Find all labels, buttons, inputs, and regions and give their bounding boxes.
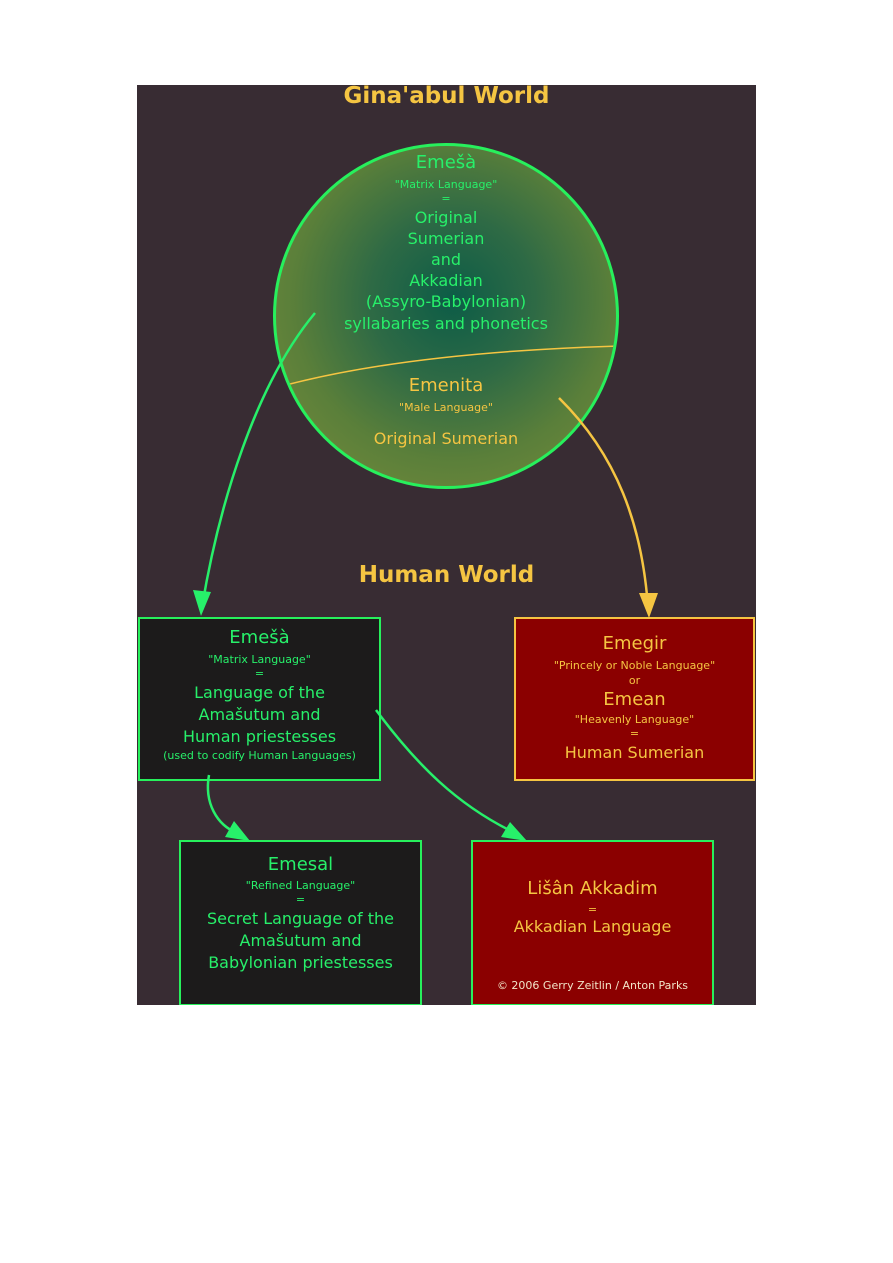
- emegir-box-name: Emegir: [602, 633, 667, 654]
- emean-subtitle: "Heavenly Language": [574, 713, 695, 726]
- circle-emesa-line: (Assyro-Babylonian): [365, 292, 527, 311]
- lisan-box-name: Lišân Akkadim: [527, 878, 658, 899]
- emesal-box-line: Babylonian priestesses: [208, 953, 393, 972]
- emesa-box: Emešà "Matrix Language" = Language of th…: [138, 617, 381, 781]
- emegir-box-subtitle: "Princely or Noble Language": [553, 659, 716, 672]
- arrow-emesa-box-to-lisan-box: [374, 709, 516, 835]
- diagram-panel: Gina'abul World Emešà "Matrix Language" …: [137, 85, 756, 1005]
- lisan-box-equals: =: [587, 903, 598, 916]
- gina-world-heading: Gina'abul World: [343, 85, 550, 109]
- copyright-text: © 2006 Gerry Zeitlin / Anton Parks: [496, 979, 689, 992]
- emesa-box-note: (used to codify Human Languages): [163, 749, 356, 762]
- arrow-emesa-to-emesa-box-head: [193, 590, 211, 616]
- circle-emesa-subtitle: "Matrix Language": [394, 178, 498, 191]
- arrow-emesa-box-to-lisan-box-head: [501, 822, 527, 841]
- emegir-box-desc: Human Sumerian: [564, 743, 705, 762]
- emegir-box-equals: =: [629, 727, 640, 740]
- emesa-box-name: Emešà: [229, 627, 290, 648]
- circle-emenita-desc: Original Sumerian: [373, 429, 519, 448]
- emesal-box-line: Secret Language of the: [206, 909, 395, 928]
- circle-emenita-subtitle: "Male Language": [399, 401, 493, 414]
- emean-name: Emean: [603, 689, 666, 710]
- circle-emesa-line: syllabaries and phonetics: [344, 314, 548, 333]
- emesal-box-equals: =: [295, 893, 306, 906]
- lisan-akkadim-box: Lišân Akkadim = Akkadian Language © 2006…: [471, 840, 714, 1005]
- emesal-box-subtitle: "Refined Language": [245, 879, 356, 892]
- emesa-box-subtitle: "Matrix Language": [208, 653, 311, 666]
- emesal-box-name: Emesal: [267, 854, 334, 875]
- circle-emesa-line: Sumerian: [407, 229, 485, 248]
- circle-emesa-line: and: [430, 250, 462, 269]
- emesal-box-line: Amašutum and: [239, 931, 362, 950]
- flow-arrows: [193, 312, 658, 841]
- emesa-box-line: Amašutum and: [198, 705, 321, 724]
- arrow-emenita-to-emegir-box: [558, 397, 650, 608]
- arrow-emesa-to-emesa-box: [200, 312, 316, 608]
- gina-world-circle: Emešà "Matrix Language" = Original Sumer…: [273, 143, 619, 489]
- emesa-box-line: Language of the: [194, 683, 325, 702]
- circle-divider-line: [289, 345, 616, 385]
- emegir-box: Emegir "Princely or Noble Language" or E…: [514, 617, 755, 781]
- emesa-box-equals: =: [254, 667, 265, 680]
- arrow-emesa-box-to-emesal-box-head: [225, 821, 250, 841]
- emesal-box: Emesal "Refined Language" = Secret Langu…: [179, 840, 422, 1005]
- circle-emesa-name: Emešà: [415, 152, 477, 173]
- lisan-box-desc: Akkadian Language: [513, 917, 672, 936]
- circle-emesa-line: Akkadian: [409, 271, 483, 290]
- emegir-box-or: or: [628, 674, 641, 687]
- circle-emesa-equals: =: [441, 192, 451, 205]
- arrow-emenita-to-emegir-box-head: [639, 593, 658, 618]
- circle-emesa-line: Original: [414, 208, 478, 227]
- human-world-heading: Human World: [358, 562, 535, 588]
- emesa-box-line: Human priestesses: [182, 727, 337, 746]
- circle-emenita-name: Emenita: [408, 375, 484, 396]
